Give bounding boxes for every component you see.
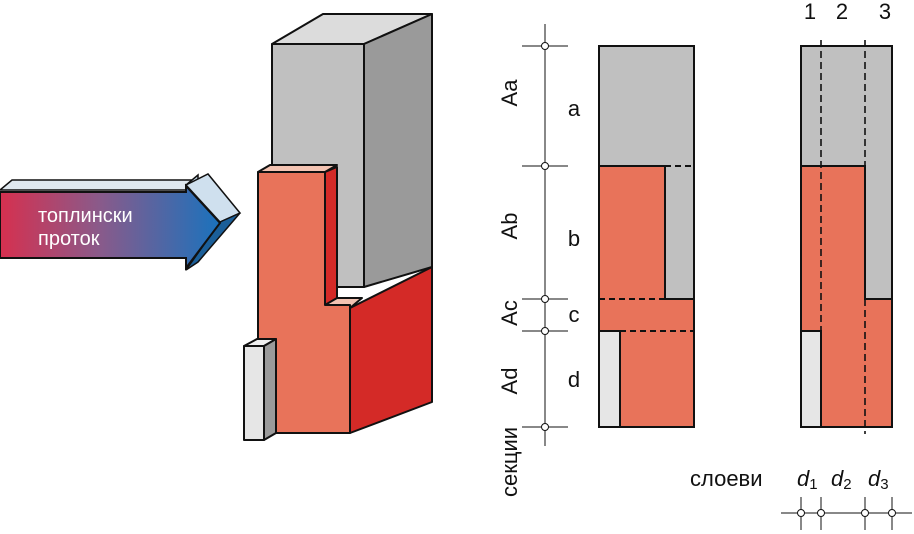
layers-label: слоеви [690, 466, 763, 491]
section-letter-a: a [568, 96, 581, 121]
arrow-label-line2: проток [38, 228, 100, 250]
section-axis [522, 24, 568, 446]
section-letter-b: b [568, 226, 580, 251]
sections-axis-label: секции [497, 427, 522, 497]
section-label-ac: Ac [497, 300, 522, 326]
section-label-aa: Aa [497, 79, 522, 107]
gray-block-side [363, 13, 433, 288]
wall-3d [243, 13, 433, 441]
layer-thickness-d1: d1 [797, 466, 818, 493]
arrow-label-line1: топлински [38, 205, 133, 227]
red-notch-side [324, 166, 338, 306]
section-letter-c: c [569, 302, 580, 327]
layer-number-1: 1 [804, 0, 816, 24]
layer-thickness-d2: d2 [831, 466, 852, 493]
layer-number-2: 2 [836, 0, 848, 24]
inner-piece-front [243, 345, 265, 441]
red-block-side [349, 266, 433, 434]
heat-flow-arrow: топлински проток [0, 173, 242, 271]
cross-section-sections [598, 45, 695, 428]
section-label-ab: Ab [497, 213, 522, 240]
red-block-top [257, 164, 338, 173]
layer-axis [781, 497, 912, 530]
section-label-ad: Ad [497, 368, 522, 395]
inner-piece-side [263, 338, 277, 441]
layer-thickness-d3: d3 [868, 466, 889, 493]
layer-number-3: 3 [879, 0, 891, 24]
section-letter-d: d [568, 367, 580, 392]
cross-section-layers [800, 40, 893, 434]
